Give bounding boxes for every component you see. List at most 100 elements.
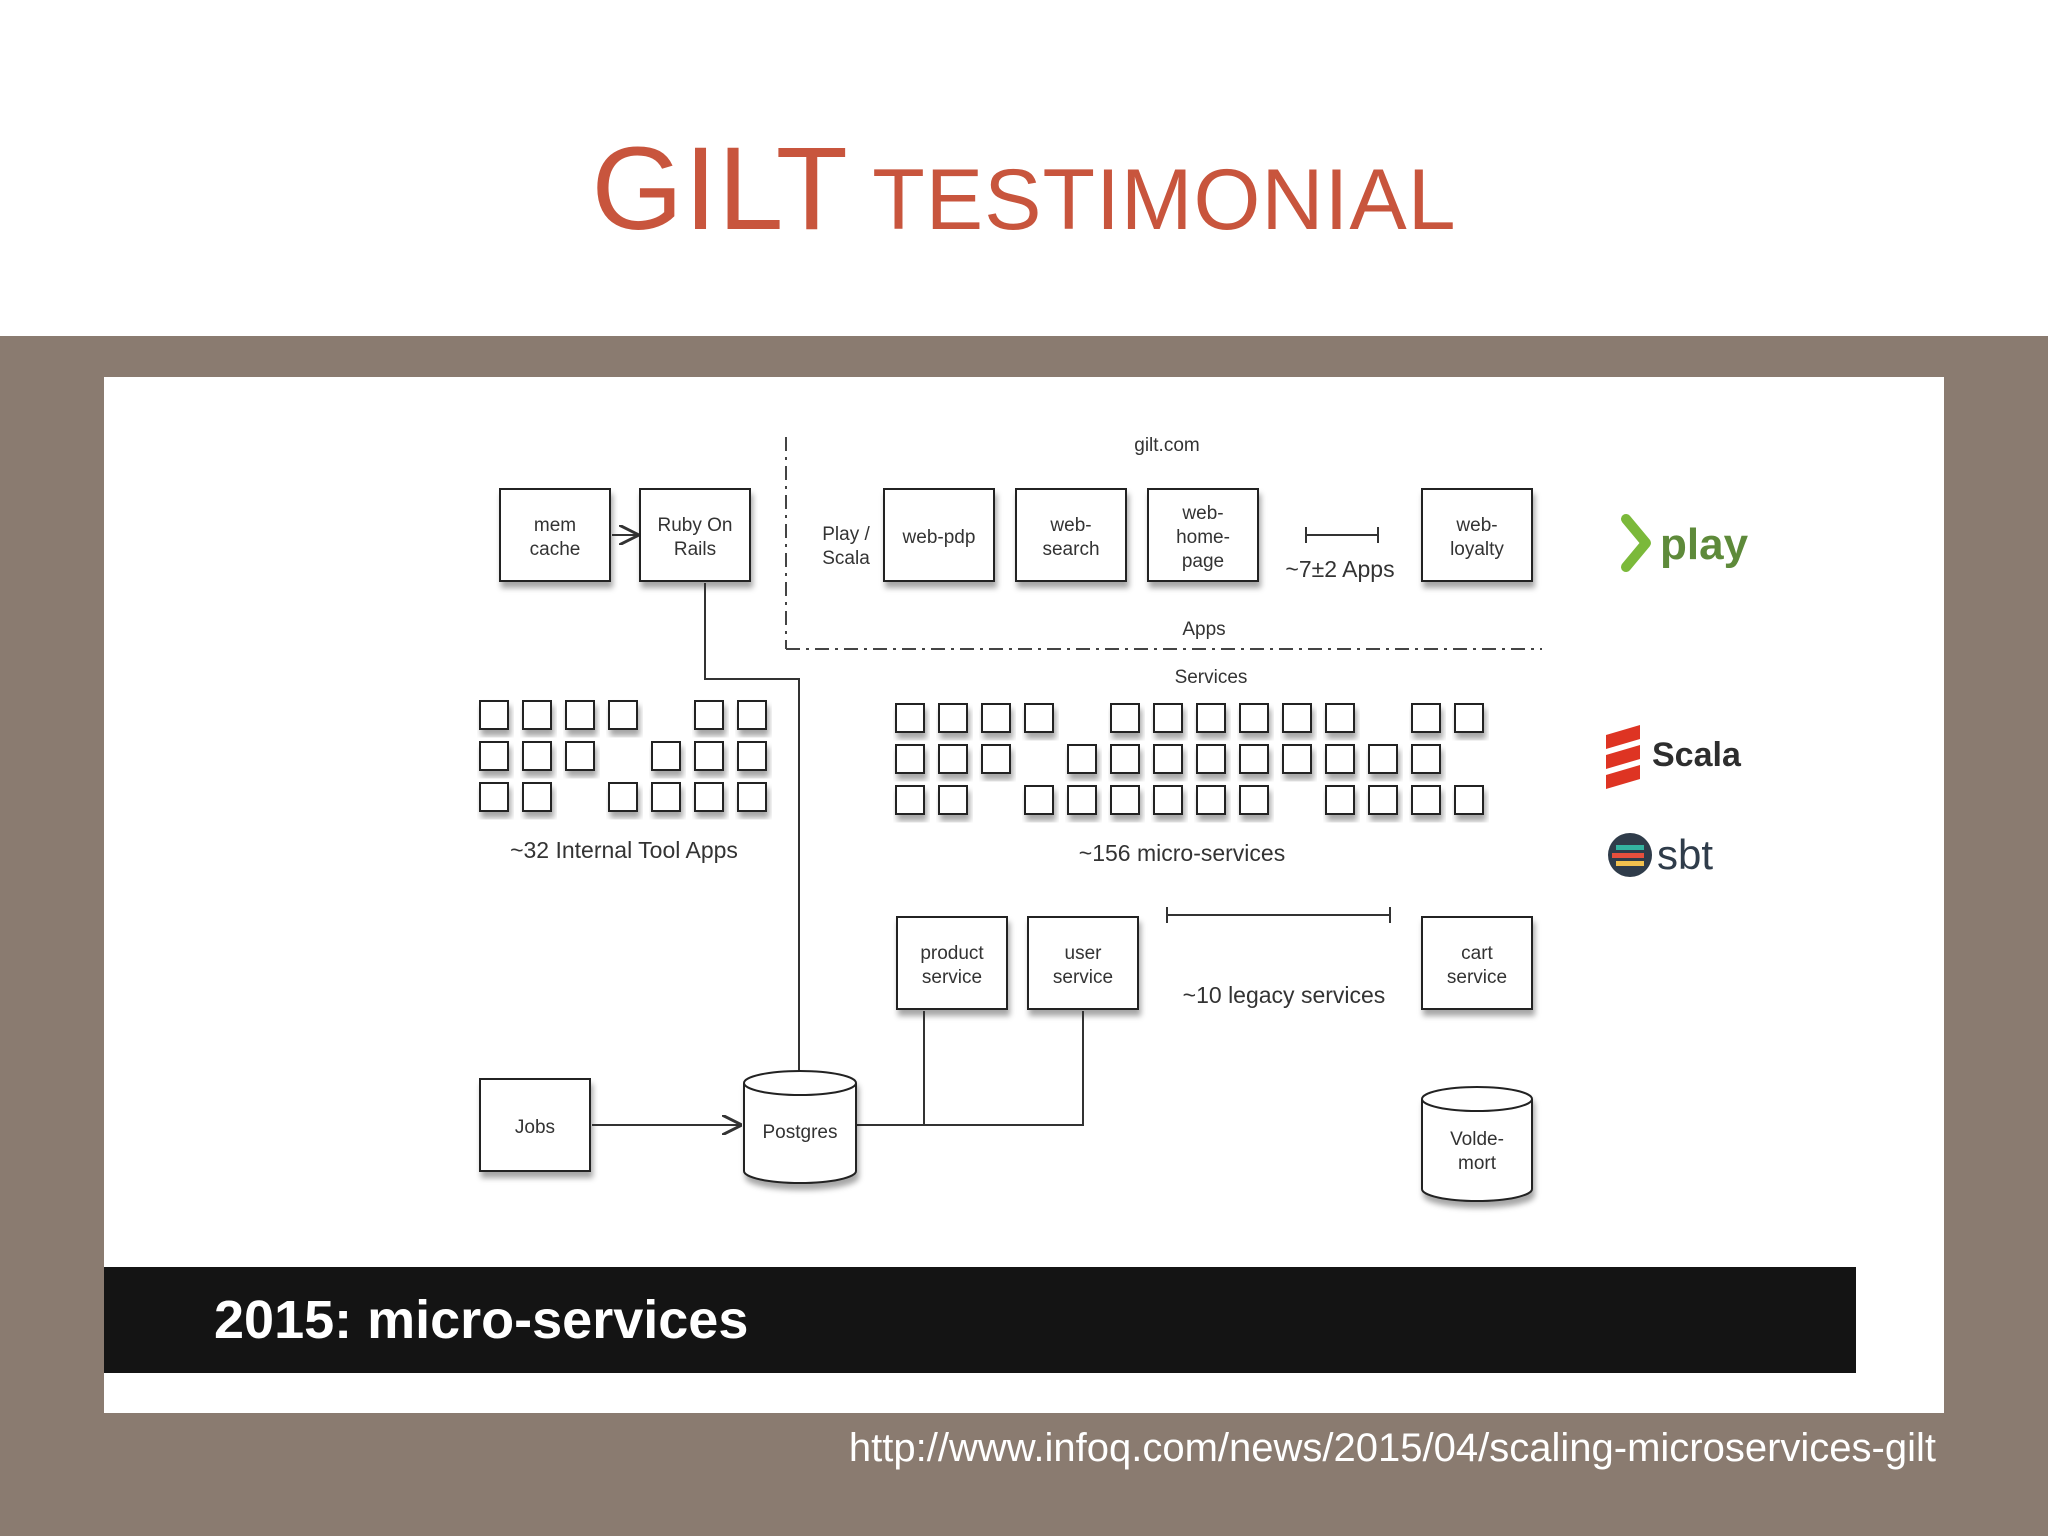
svg-text:service: service [922,967,982,988]
svg-text:web-: web- [1181,503,1223,524]
svg-text:web-: web- [1049,515,1091,536]
service-box [938,785,968,815]
play-scala-label-1: Play / [822,524,870,545]
svg-text:user: user [1065,943,1103,964]
service-box [608,700,638,730]
sbt-logo: sbt [1608,831,1713,878]
voldemort-database: Volde- mort [1421,1086,1533,1202]
service-box [895,703,925,733]
service-box [737,741,767,771]
service-box [522,782,552,812]
service-box [565,741,595,771]
service-box [1368,744,1398,774]
micro-services-grid [895,703,1484,815]
service-box [1411,703,1441,733]
user-postgres-connector [924,1011,1084,1126]
svg-text:cart: cart [1461,943,1493,964]
postgres-database: Postgres [743,1070,857,1184]
svg-text:loyalty: loyalty [1450,539,1504,560]
service-box [1282,703,1312,733]
play-chevron-icon [1621,514,1651,572]
service-box [981,744,1011,774]
legacy-range-marker [1166,907,1391,923]
svg-text:Jobs: Jobs [515,1117,555,1138]
service-box [1239,744,1269,774]
service-box [1196,744,1226,774]
legacy-services-label: ~10 legacy services [1183,982,1386,1008]
service-box [895,785,925,815]
svg-text:home-: home- [1176,527,1230,548]
service-box [1110,703,1140,733]
play-scala-label-2: Scala [822,548,870,569]
service-box [1067,744,1097,774]
product-service-node: product service [896,916,1008,1010]
service-box [1024,785,1054,815]
service-box [1368,785,1398,815]
svg-text:service: service [1447,967,1507,988]
service-box [1325,785,1355,815]
scala-logo: Scala [1606,725,1742,789]
svg-text:Volde-: Volde- [1450,1129,1504,1150]
svg-text:cache: cache [530,539,581,560]
play-logo: play [1621,514,1749,572]
service-box [651,782,681,812]
apps-range-marker [1305,527,1379,543]
service-box [1454,703,1484,733]
service-box [1325,703,1355,733]
svg-text:Scala: Scala [1652,736,1742,774]
web-search-node: web- search [1015,488,1127,582]
service-box [1153,785,1183,815]
rails-node: Ruby On Rails [639,488,751,582]
title-rest: TESTIMONIAL [872,152,1457,248]
source-url: http://www.infoq.com/news/2015/04/scalin… [848,1426,1936,1470]
svg-text:web-pdp: web-pdp [902,527,976,548]
caption-text: 2015: micro-services [214,1290,749,1350]
caption-bar: 2015: micro-services [104,1267,1856,1373]
svg-text:search: search [1042,539,1099,560]
cart-service-node: cart service [1421,916,1533,1010]
service-box [479,700,509,730]
service-box [565,700,595,730]
sbt-circle-icon [1608,833,1652,877]
service-box [694,741,724,771]
svg-text:sbt: sbt [1657,831,1713,878]
service-box [1196,785,1226,815]
micro-services-label: ~156 micro-services [1079,840,1285,866]
service-box [1325,744,1355,774]
svg-text:service: service [1053,967,1113,988]
svg-text:mem: mem [534,515,576,536]
service-box [1110,785,1140,815]
service-box [522,741,552,771]
svg-text:Rails: Rails [674,539,716,560]
service-box [1239,703,1269,733]
architecture-screenshot: gilt.com Play / Scala Apps Services mem … [104,377,1944,1413]
user-service-node: user service [1027,916,1139,1010]
web-pdp-node: web-pdp [883,488,995,582]
service-box [1067,785,1097,815]
service-box [938,744,968,774]
svg-text:Ruby On: Ruby On [658,515,733,536]
web-loyalty-node: web- loyalty [1421,488,1533,582]
slide-title: GILT TESTIMONIAL [0,130,2048,248]
product-postgres-connector [856,1011,925,1126]
services-label: Services [1175,667,1248,688]
service-box [608,782,638,812]
internal-tools-label: ~32 Internal Tool Apps [510,837,738,863]
svg-text:product: product [920,943,984,964]
service-box [1196,703,1226,733]
architecture-diagram: gilt.com Play / Scala Apps Services mem … [479,435,1749,1202]
svg-text:play: play [1660,520,1749,569]
title-main: GILT [591,123,849,255]
apps-count-label: ~7±2 Apps [1285,556,1394,582]
service-box [479,741,509,771]
service-box [522,700,552,730]
svg-text:mort: mort [1458,1153,1497,1174]
apps-label: Apps [1182,619,1225,640]
service-box [737,782,767,812]
service-box [1024,703,1054,733]
service-box [1411,744,1441,774]
service-box [694,700,724,730]
scala-spiral-icon [1606,725,1640,789]
web-homepage-node: web- home- page [1147,488,1259,582]
jobs-node: Jobs [479,1078,591,1172]
